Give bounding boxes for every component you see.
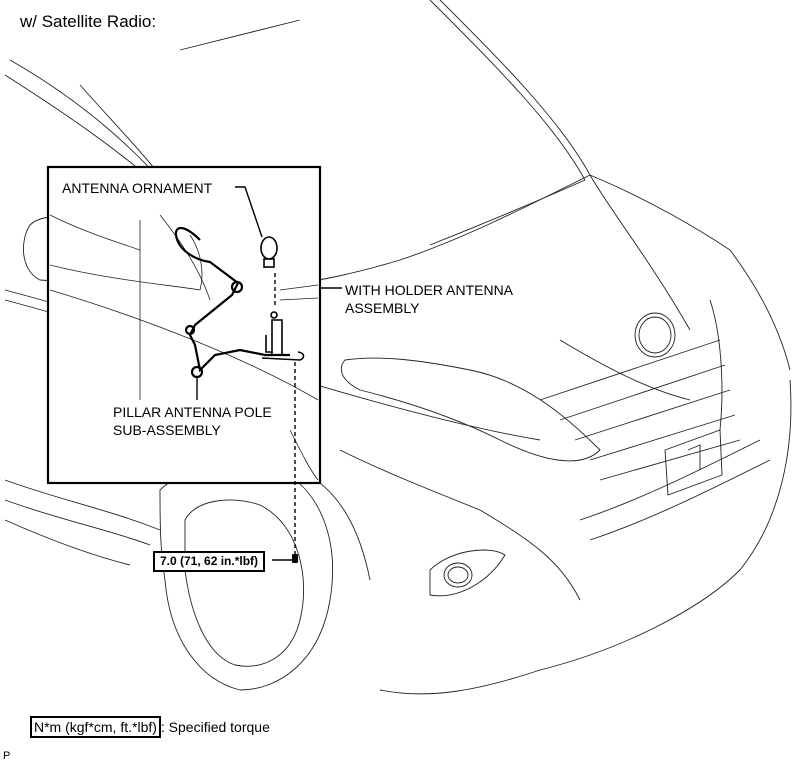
pillar-antenna-cable bbox=[174, 227, 290, 379]
antenna-ornament-part bbox=[260, 236, 278, 268]
label-antenna-ornament: ANTENNA ORNAMENT bbox=[62, 180, 213, 196]
section-heading: w/ Satellite Radio: bbox=[20, 12, 157, 31]
corner-mark: P bbox=[3, 750, 11, 762]
label-line: PILLAR ANTENNA POLE bbox=[113, 404, 272, 420]
bolt-icon bbox=[292, 554, 298, 563]
holder-antenna-bracket bbox=[261, 311, 305, 361]
label-line: SUB-ASSEMBLY bbox=[113, 422, 221, 438]
leader-lines bbox=[196, 186, 342, 561]
label-pillar-antenna-pole-sub-assembly: PILLAR ANTENNA POLE SUB-ASSEMBLY bbox=[113, 403, 272, 439]
label-with-holder-antenna-assembly: WITH HOLDER ANTENNA ASSEMBLY bbox=[345, 281, 513, 317]
torque-spec-box: 7.0 (71, 62 in.*lbf) bbox=[153, 551, 266, 572]
legend-unit-box: N*m (kgf*cm, ft.*lbf) bbox=[30, 716, 161, 738]
torque-legend: N*m (kgf*cm, ft.*lbf): Specified torque bbox=[30, 716, 270, 738]
legend-description: : Specified torque bbox=[160, 719, 270, 735]
label-line: ASSEMBLY bbox=[345, 300, 420, 316]
label-line: WITH HOLDER ANTENNA bbox=[345, 282, 514, 298]
cable-clip-middle bbox=[184, 324, 196, 336]
pillar-antenna-grommet bbox=[190, 365, 204, 379]
cable-clip-upper bbox=[230, 280, 244, 294]
inset-background-lines bbox=[49, 214, 319, 481]
detail-inset-frame bbox=[46, 165, 322, 485]
